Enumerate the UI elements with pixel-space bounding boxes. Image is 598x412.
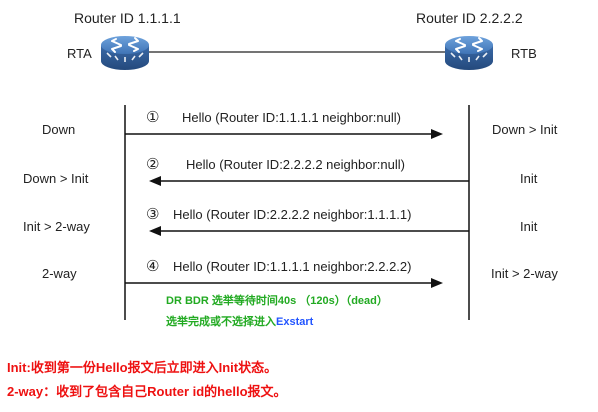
left-state: 2-way xyxy=(42,266,77,281)
router-name-left: RTA xyxy=(67,46,92,61)
arrow-right xyxy=(125,278,443,288)
left-state: Down > Init xyxy=(23,171,89,186)
exstart-note-prefix: 选举完成或不选择进入 xyxy=(166,316,276,328)
hello-message: Hello (Router ID:2.2.2.2 neighbor:1.1.1.… xyxy=(173,207,412,222)
hello-message: Hello (Router ID:1.1.1.1 neighbor:2.2.2.… xyxy=(173,259,412,274)
router-icon xyxy=(100,35,150,71)
arrow-left xyxy=(149,226,469,236)
exstart-note: 选举完成或不选择进入Exstart xyxy=(166,313,313,329)
router-name-right: RTB xyxy=(511,46,537,61)
step-number: ② xyxy=(146,156,160,173)
router-icon xyxy=(444,35,494,71)
router-id-left: Router ID 1.1.1.1 xyxy=(74,10,181,26)
arrow-right xyxy=(125,129,443,139)
hello-message: Hello (Router ID:1.1.1.1 neighbor:null) xyxy=(182,110,401,125)
step-number: ① xyxy=(146,109,160,126)
hello-message: Hello (Router ID:2.2.2.2 neighbor:null) xyxy=(186,157,405,172)
exstart-label: Exstart xyxy=(276,316,314,328)
right-state: Init xyxy=(520,219,538,234)
right-state: Init > 2-way xyxy=(491,266,558,281)
election-wait-note: DR BDR 选举等待时间40s （120s）（dead） xyxy=(166,295,388,307)
step-number: ④ xyxy=(146,258,160,275)
init-definition: Init:收到第一份Hello报文后立即进入Init状态。 xyxy=(7,360,278,375)
left-state: Init > 2-way xyxy=(23,219,90,234)
step-number: ③ xyxy=(146,206,160,223)
right-state: Down > Init xyxy=(492,122,558,137)
router-id-right: Router ID 2.2.2.2 xyxy=(416,10,523,26)
right-state: Init xyxy=(520,171,538,186)
left-state: Down xyxy=(42,122,76,137)
two-way-definition: 2-way：收到了包含自己Router id的hello报文。 xyxy=(7,384,287,399)
arrow-left xyxy=(149,176,469,186)
